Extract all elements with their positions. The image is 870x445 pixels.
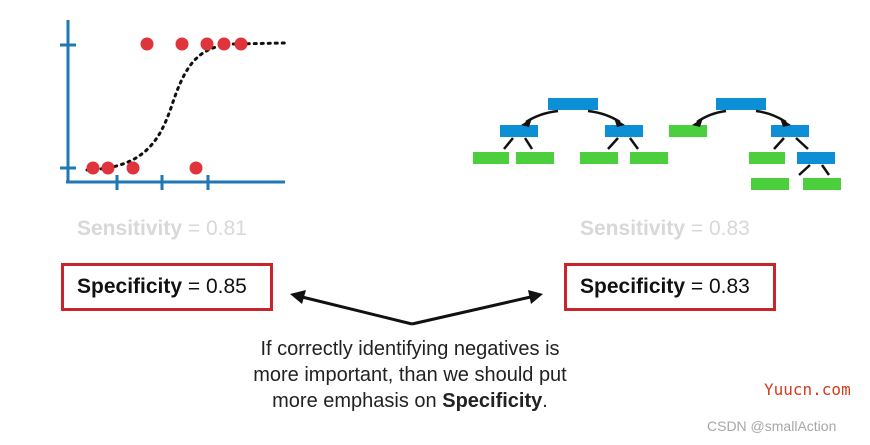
tree-node	[771, 125, 809, 137]
left-specificity-box: Specificity = 0.85	[61, 263, 273, 311]
right-specificity-value: = 0.83	[690, 275, 750, 298]
tree-leaf	[749, 152, 785, 164]
tree-edge	[773, 137, 785, 150]
author-watermark: CSDN @smallAction	[707, 418, 837, 434]
right-specificity-box: Specificity = 0.83	[564, 263, 776, 311]
caption-line-3: more emphasis on Specificity.	[210, 388, 610, 414]
tree-leaf	[580, 152, 618, 164]
arrow-head	[521, 118, 532, 127]
right-specificity-label: Specificity	[580, 275, 686, 298]
right-sensitivity-label: Sensitivity	[580, 217, 686, 240]
tree-edge	[503, 137, 514, 150]
left-sensitivity-value: = 0.81	[187, 217, 247, 240]
tree-edge	[820, 164, 831, 176]
sigmoid-curve	[85, 41, 287, 172]
caption-line-2: more important, than we should put	[253, 364, 567, 386]
logistic-plot	[60, 20, 287, 190]
site-watermark: Yuucn.com	[764, 380, 851, 399]
tree-2	[669, 98, 841, 190]
tree-1	[473, 98, 668, 164]
tree-leaf	[473, 152, 509, 164]
arrow-left-head	[290, 290, 306, 304]
left-specificity-label: Specificity	[77, 275, 183, 298]
tree-node	[605, 125, 643, 137]
tree-edge	[628, 137, 640, 150]
left-specificity-value: = 0.85	[187, 275, 247, 298]
data-point	[140, 37, 154, 51]
arrow-right-line	[411, 294, 536, 326]
tree-leaf	[669, 125, 707, 137]
caption-emphasis: Specificity	[442, 390, 543, 412]
arrow-head	[614, 118, 625, 127]
left-sensitivity: Sensitivity = 0.81	[77, 217, 247, 241]
random-forest	[473, 98, 841, 190]
data-point	[86, 161, 100, 175]
caption: If correctly identifying negatives is mo…	[210, 336, 610, 414]
data-point	[217, 37, 231, 51]
tree-leaf	[803, 178, 841, 190]
tree-root-node	[716, 98, 766, 110]
right-sensitivity: Sensitivity = 0.83	[580, 217, 750, 241]
data-point	[189, 161, 203, 175]
arrow-head	[780, 118, 791, 127]
data-point	[175, 37, 189, 51]
data-point	[126, 161, 140, 175]
tree-edge	[798, 164, 811, 176]
caption-period: .	[542, 390, 548, 412]
right-sensitivity-value: = 0.83	[690, 217, 750, 240]
data-point	[101, 161, 115, 175]
tree-edge	[795, 137, 809, 150]
tree-leaf	[751, 178, 789, 190]
tree-node	[500, 125, 538, 137]
tree-leaf	[516, 152, 554, 164]
tree-root-node	[548, 98, 598, 110]
pointer-arrows	[290, 290, 543, 326]
arrow-right-head	[528, 290, 543, 304]
left-sensitivity-label: Sensitivity	[77, 217, 183, 240]
arrow-left-line	[297, 294, 413, 326]
tree-edge	[607, 137, 619, 150]
data-point	[200, 37, 214, 51]
caption-line-1: If correctly identifying negatives is	[260, 338, 560, 360]
arrow-head	[692, 118, 703, 127]
tree-leaf	[630, 152, 668, 164]
tree-node	[797, 152, 835, 164]
tree-edge	[523, 137, 534, 150]
data-point	[234, 37, 248, 51]
caption-line-3-prefix: more emphasis on	[272, 390, 437, 412]
